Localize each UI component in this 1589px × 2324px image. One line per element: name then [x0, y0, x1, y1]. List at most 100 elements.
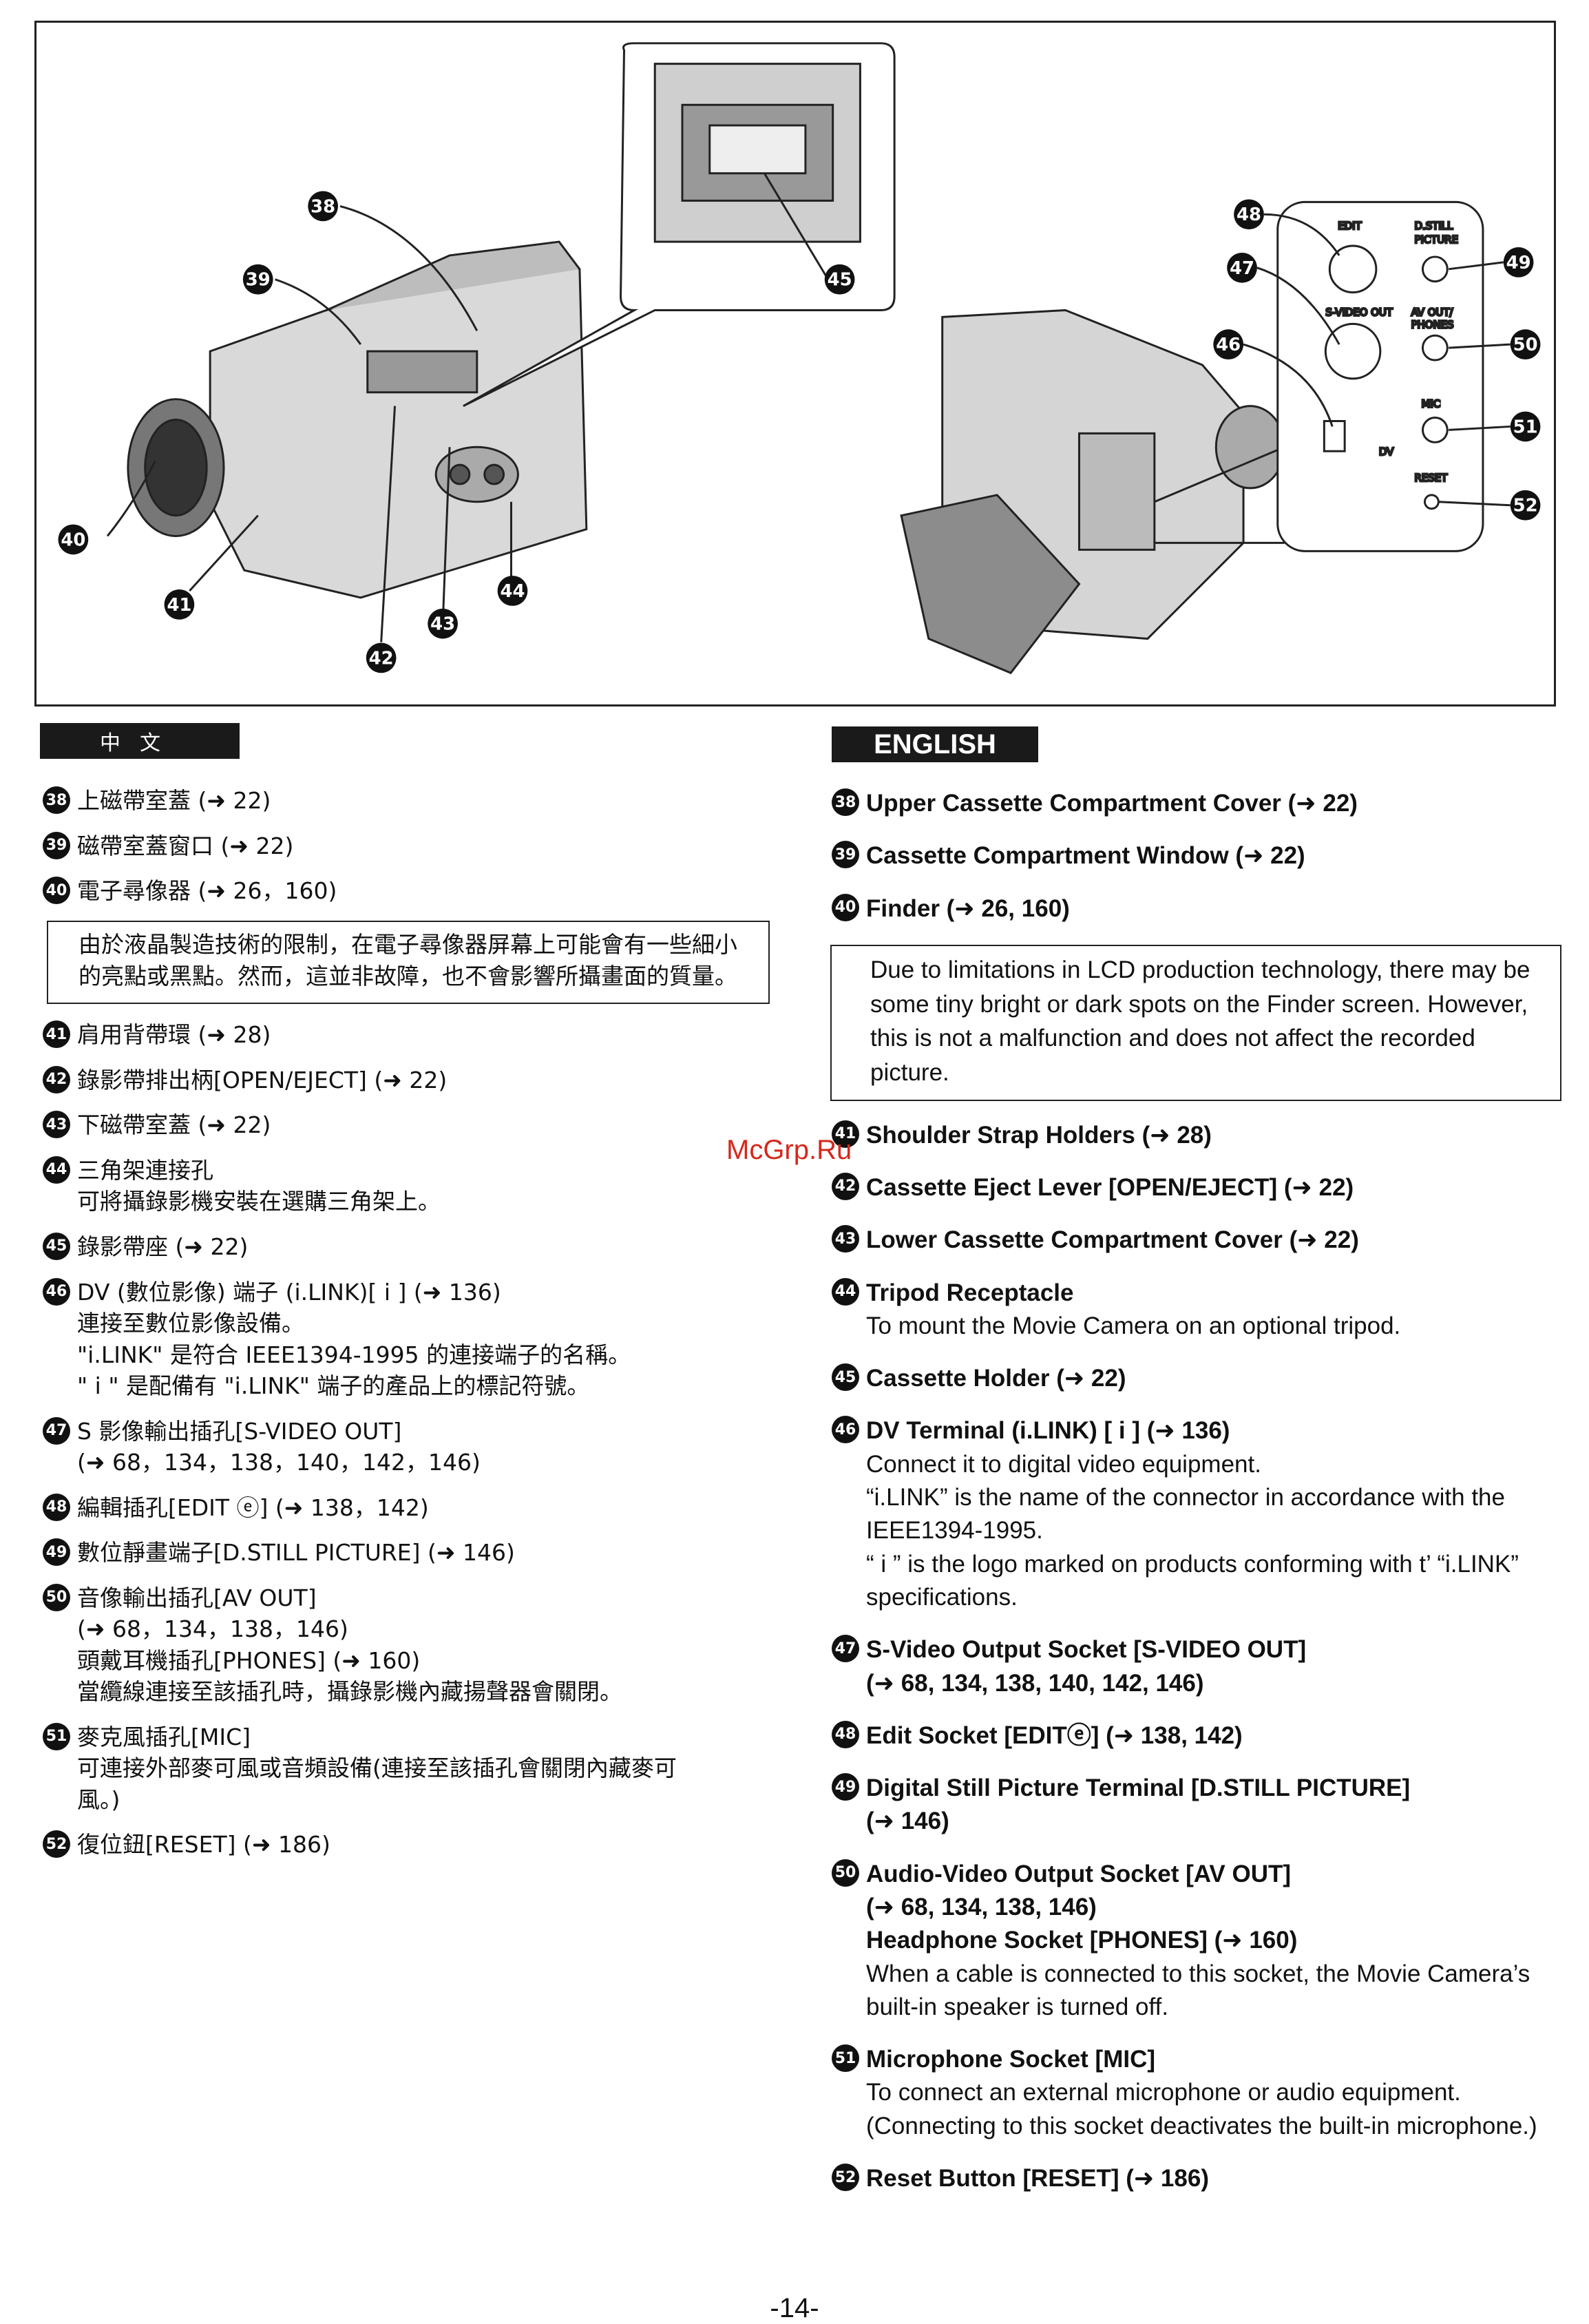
svg-text:44: 44 — [501, 581, 525, 602]
item-body: 錄影帶排出柄[OPEN/EJECT] (➜ 22) — [77, 1065, 772, 1096]
page-number: -14- — [770, 2293, 819, 2323]
item-body: 復位鈕[RESET] (➜ 186) — [77, 1829, 772, 1861]
item-detail-line: (➜ 146) — [866, 1808, 949, 1835]
item-body: Cassette Eject Lever [OPEN/EJECT] (➜ 22) — [866, 1171, 1561, 1204]
callout-50: 50 — [1510, 329, 1541, 360]
item-title: Microphone Socket [MIC] — [866, 2046, 1156, 2073]
item-number-badge: 43 — [43, 1111, 70, 1139]
item-detail-line: 頭戴耳機插孔[PHONES] (➜ 160) — [77, 1646, 421, 1674]
english-item-list: 38 Upper Cassette Compartment Cover (➜ 22… — [830, 787, 1561, 2195]
item-title: Cassette Holder (➜ 22) — [866, 1365, 1126, 1392]
item-number-badge: 38 — [832, 788, 859, 816]
item-title: 磁帶室蓋窗口 (➜ 22) — [77, 832, 294, 859]
item-number-badge: 40 — [832, 893, 859, 921]
callout-46: 46 — [1213, 329, 1244, 360]
item-detail-line: " i " 是配備有 "i.LINK" 端子的產品上的標記符號。 — [77, 1372, 590, 1400]
item-body: S-Video Output Socket [S-VIDEO OUT](➜ 68… — [866, 1633, 1561, 1700]
callout-44: 44 — [497, 576, 528, 606]
item-body: 編輯插孔[EDIT ⓔ] (➜ 138，142) — [77, 1492, 772, 1524]
panel-label-mic: MIC — [1421, 398, 1440, 410]
leader-lines — [106, 172, 1511, 642]
panel-label-dstill: D.STILL — [1415, 220, 1453, 232]
item-detail-line: When a cable is connected to this socket… — [866, 1960, 1530, 2020]
item-body: 上磁帶室蓋 (➜ 22) — [77, 785, 772, 817]
item-title: Lower Cassette Compartment Cover (➜ 22) — [866, 1226, 1359, 1254]
chinese-section-header: 中文 — [40, 723, 240, 759]
item-number-badge: 39 — [832, 841, 859, 869]
item-title: 下磁帶室蓋 (➜ 22) — [77, 1111, 271, 1139]
item-number-badge: 46 — [832, 1416, 859, 1444]
panel-label-dv: DV — [1379, 446, 1394, 458]
item-body: 麥克風插孔[MIC]可連接外部麥可風或音頻設備(連接至該插孔會關閉內藏麥可風。) — [77, 1721, 772, 1816]
item-number-badge: 50 — [832, 1859, 859, 1887]
camera-illustration: EDIT D.STILL PICTURE S-VIDEO OUT AV OUT/… — [34, 21, 1556, 706]
callout-41: 41 — [164, 589, 195, 620]
item-title: Shoulder Strap Holders (➜ 28) — [866, 1121, 1212, 1149]
callout-52: 52 — [1510, 490, 1541, 521]
item-title: 麥克風插孔[MIC] — [77, 1723, 251, 1750]
english-column: 38 Upper Cassette Compartment Cover (➜ 22… — [830, 787, 1561, 2215]
item-body: Audio-Video Output Socket [AV OUT] (➜ 68,… — [866, 1858, 1561, 2024]
item-number-badge: 47 — [832, 1635, 859, 1663]
callout-51: 51 — [1510, 411, 1541, 442]
panel-label-edit: EDIT — [1338, 220, 1362, 232]
callout-43: 43 — [428, 608, 458, 639]
item-title: Cassette Eject Lever [OPEN/EJECT] (➜ 22) — [866, 1173, 1354, 1201]
item-body: Cassette Holder (➜ 22) — [866, 1362, 1561, 1395]
item-number-badge: 46 — [43, 1277, 70, 1306]
svg-text:41: 41 — [167, 595, 191, 616]
connector-panel: EDIT D.STILL PICTURE S-VIDEO OUT AV OUT/… — [1276, 200, 1484, 552]
item-body: 下磁帶室蓋 (➜ 22) — [77, 1109, 772, 1141]
english-item-38: 38 Upper Cassette Compartment Cover (➜ 22… — [832, 787, 1561, 820]
svg-text:48: 48 — [1237, 205, 1261, 225]
item-title: 錄影帶座 (➜ 22) — [77, 1233, 249, 1260]
item-body: Digital Still Picture Terminal [D.STILL … — [866, 1772, 1561, 1839]
item-detail-line: “ i ” is the logo marked on products con… — [866, 1550, 1519, 1611]
panel-label-avout: AV OUT/ — [1411, 306, 1454, 318]
item-title: 肩用背帶環 (➜ 28) — [77, 1021, 271, 1049]
item-title: 編輯插孔[EDIT ⓔ] (➜ 138，142) — [77, 1494, 429, 1521]
item-body: Microphone Socket [MIC]To connect an ext… — [866, 2043, 1561, 2143]
item-title: Upper Cassette Compartment Cover (➜ 22) — [866, 790, 1358, 817]
item-number-badge: 41 — [832, 1120, 859, 1148]
panel-label-reset: RESET — [1415, 472, 1449, 484]
camera-left-view — [127, 240, 588, 599]
callout-49: 49 — [1503, 247, 1534, 278]
item-detail-line: To mount the Movie Camera on an optional… — [866, 1312, 1401, 1339]
item-detail-line: (➜ 68, 134, 138, 146) — [866, 1893, 1097, 1920]
cassette-inset — [463, 42, 896, 407]
item-title: 復位鈕[RESET] (➜ 186) — [77, 1831, 330, 1859]
item-title: DV (數位影像) 端子 (i.LINK)[ i ] (➜ 136) — [77, 1278, 501, 1306]
item-body: DV Terminal (i.LINK) [ i ] (➜ 136)Connec… — [866, 1414, 1561, 1614]
item-title: Audio-Video Output Socket [AV OUT] — [866, 1860, 1292, 1887]
item-title: 電子尋像器 (➜ 26，160) — [77, 877, 337, 905]
item-title: S 影像輸出插孔[S-VIDEO OUT] — [77, 1417, 402, 1445]
svg-text:45: 45 — [828, 270, 852, 291]
item-body: Shoulder Strap Holders (➜ 28) — [866, 1119, 1561, 1152]
item-body: 電子尋像器 (➜ 26，160) — [77, 875, 772, 907]
item-number-badge: 52 — [43, 1830, 70, 1859]
callout-47: 47 — [1227, 252, 1257, 283]
item-body: S 影像輸出插孔[S-VIDEO OUT](➜ 68，134，138，140，1… — [77, 1416, 772, 1478]
chinese-finder-note-box: 由於液晶製造技術的限制，在電子尋像器屏幕上可能會有一些細小的亮點或黑點。然而，這… — [47, 920, 770, 1005]
svg-text:42: 42 — [369, 648, 394, 669]
item-title: 三角架連接孔 — [77, 1156, 213, 1184]
svg-text:50: 50 — [1513, 335, 1538, 355]
svg-text:46: 46 — [1216, 335, 1241, 355]
item-body: Lower Cassette Compartment Cover (➜ 22) — [866, 1224, 1561, 1257]
